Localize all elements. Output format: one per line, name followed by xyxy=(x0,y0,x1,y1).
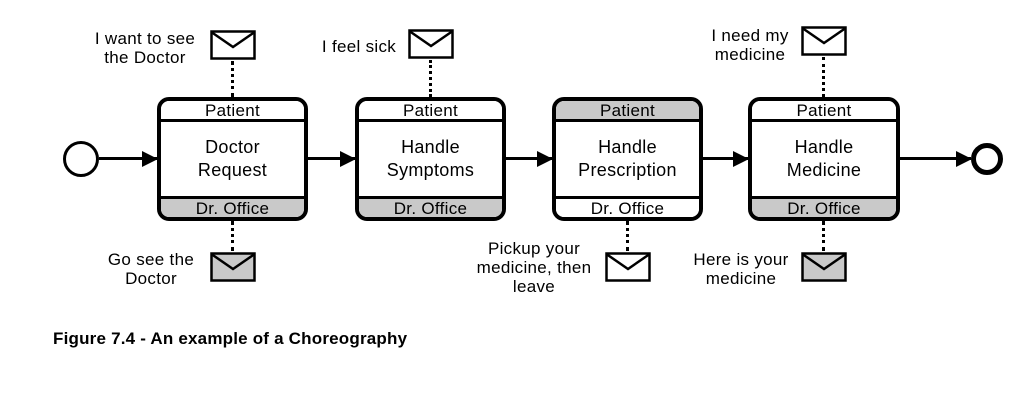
task-name: Handle Medicine xyxy=(752,122,896,196)
message-envelope-icon xyxy=(605,252,651,282)
task-name: Doctor Request xyxy=(161,122,304,196)
participant-band-patient: Patient xyxy=(359,101,502,122)
sequence-flow-arrow xyxy=(703,157,748,160)
task-name: Handle Symptoms xyxy=(359,122,502,196)
sequence-flow-arrow xyxy=(99,157,157,160)
participant-band-patient: Patient xyxy=(752,101,896,122)
participant-band-dr-office: Dr. Office xyxy=(556,196,699,217)
end-event-circle xyxy=(971,143,1003,175)
message-association-line xyxy=(626,221,629,251)
message-envelope-icon xyxy=(210,30,256,60)
start-event-circle xyxy=(63,141,99,177)
choreography-task-handle-medicine: Patient Handle Medicine Dr. Office xyxy=(748,97,900,221)
task-name: Handle Prescription xyxy=(556,122,699,196)
message-label: I want to see the Doctor xyxy=(94,29,196,67)
message-association-line xyxy=(231,61,234,97)
message-association-line xyxy=(429,60,432,97)
message-envelope-icon xyxy=(408,29,454,59)
choreography-task-handle-symptoms: Patient Handle Symptoms Dr. Office xyxy=(355,97,506,221)
message-envelope-icon xyxy=(801,26,847,56)
message-association-line xyxy=(822,57,825,97)
participant-band-patient: Patient xyxy=(556,101,699,122)
message-label: I need my medicine xyxy=(711,26,789,64)
participant-band-patient: Patient xyxy=(161,101,304,122)
participant-band-dr-office: Dr. Office xyxy=(359,196,502,217)
sequence-flow-arrow xyxy=(900,157,971,160)
message-envelope-icon xyxy=(210,252,256,282)
participant-band-dr-office: Dr. Office xyxy=(161,196,304,217)
message-envelope-icon xyxy=(801,252,847,282)
message-label: I feel sick xyxy=(321,37,397,56)
message-label: Pickup your medicine, then leave xyxy=(476,239,592,296)
sequence-flow-arrow xyxy=(506,157,552,160)
message-association-line xyxy=(822,221,825,251)
choreography-task-doctor-request: Patient Doctor Request Dr. Office xyxy=(157,97,308,221)
sequence-flow-arrow xyxy=(308,157,355,160)
choreography-task-handle-prescription: Patient Handle Prescription Dr. Office xyxy=(552,97,703,221)
message-association-line xyxy=(231,221,234,251)
participant-band-dr-office: Dr. Office xyxy=(752,196,896,217)
figure-caption: Figure 7.4 - An example of a Choreograph… xyxy=(53,329,408,348)
message-label: Here is your medicine xyxy=(693,250,789,288)
message-label: Go see the Doctor xyxy=(107,250,195,288)
